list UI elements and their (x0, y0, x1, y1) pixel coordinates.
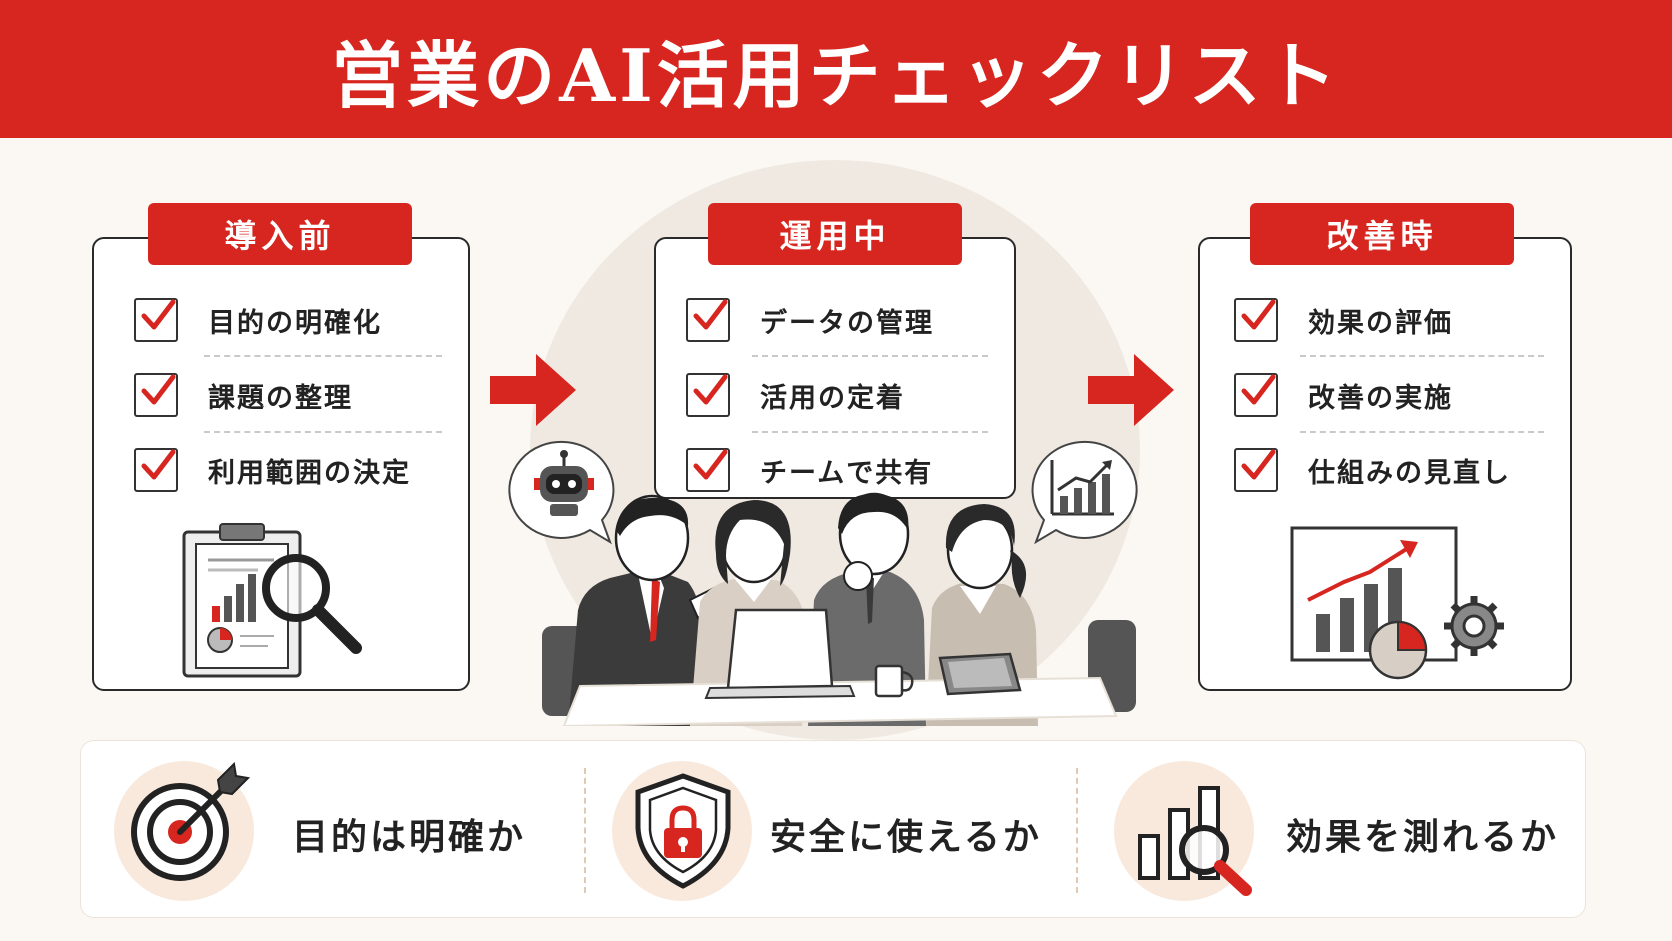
checklist-item-label: 目的の明確化 (208, 307, 382, 339)
section-tab-before: 導入前 (148, 203, 412, 265)
checklist-item-label: 利用範囲の決定 (208, 457, 411, 489)
checkbox-checked-icon (1234, 448, 1278, 492)
checklist-item-label: 改善の実施 (1308, 382, 1453, 414)
checklist-item-label: 仕組みの見直し (1308, 457, 1511, 489)
arrow-right-icon (490, 354, 576, 426)
checkbox-checked-icon (134, 448, 178, 492)
checklist-item: 仕組みの見直し (1234, 440, 1511, 500)
page-title: 営業のAI活用チェックリスト (331, 32, 1341, 118)
divider (752, 355, 988, 357)
checklist-item-label: チームで共有 (760, 457, 934, 489)
checkbox-checked-icon (134, 373, 178, 417)
divider (204, 355, 442, 357)
divider (1300, 431, 1544, 433)
checkbox-checked-icon (1234, 298, 1278, 342)
checklist-item-label: 効果の評価 (1308, 307, 1453, 339)
bar-chart-magnifier-icon (1138, 786, 1252, 896)
checklist-item: 改善の実施 (1234, 365, 1453, 425)
checkbox-checked-icon (686, 448, 730, 492)
section-tab-improve: 改善時 (1250, 203, 1514, 265)
divider (204, 431, 442, 433)
divider (1300, 355, 1544, 357)
ai-robot-bubble-icon (508, 440, 615, 545)
checklist-item: 課題の整理 (134, 365, 353, 425)
target-icon (131, 761, 251, 881)
divider (1076, 768, 1078, 893)
shield-lock-icon (635, 773, 731, 889)
checkbox-checked-icon (1234, 373, 1278, 417)
section-tab-during: 運用中 (708, 203, 962, 265)
checkbox-checked-icon (686, 373, 730, 417)
checklist-item-label: 活用の定着 (760, 382, 905, 414)
chart-bubble-icon (1031, 440, 1138, 545)
team-meeting-illustration (542, 492, 1136, 726)
checklist-item-label: 課題の整理 (208, 382, 353, 414)
checklist-item: データの管理 (686, 290, 934, 350)
arrow-right-icon (1088, 354, 1174, 426)
clipboard-magnifier-icon (182, 523, 362, 678)
divider (584, 768, 586, 893)
checklist-item: チームで共有 (686, 440, 933, 500)
summary-label: 目的は明確か (292, 817, 527, 858)
divider (752, 431, 988, 433)
checkbox-checked-icon (134, 298, 178, 342)
summary-label: 効果を測れるか (1286, 817, 1560, 858)
checkbox-checked-icon (686, 298, 730, 342)
checklist-item: 活用の定着 (686, 365, 905, 425)
checklist-item: 目的の明確化 (134, 290, 382, 350)
checklist-item-label: データの管理 (760, 307, 934, 339)
summary-label: 安全に使えるか (770, 817, 1042, 858)
growth-chart-gear-icon (1290, 526, 1504, 680)
checklist-item: 利用範囲の決定 (134, 440, 411, 500)
checklist-item: 効果の評価 (1234, 290, 1453, 350)
title-banner: 営業のAI活用チェックリスト (0, 0, 1672, 138)
summary-panel (80, 740, 1586, 918)
